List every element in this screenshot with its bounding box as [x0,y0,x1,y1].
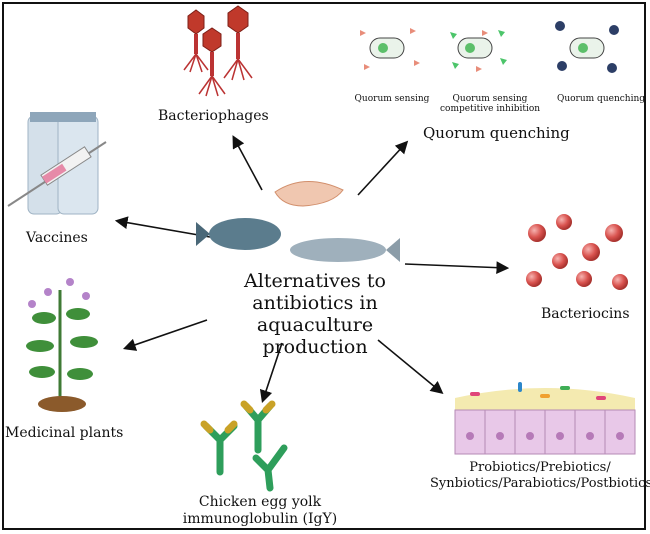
quorum-sensing-text: Quorum sensing [354,94,430,104]
fish-shrimp-illustration [196,181,400,262]
quorum-illustrations [360,21,619,73]
label-vaccines: Vaccines [26,230,88,246]
label-quorum-quenching-panel: Quorum quenching [556,94,646,104]
label-medicinal-plants: Medicinal plants [5,425,124,441]
arrow-to-biotics [377,339,444,395]
label-quorum-sensing: Quorum sensing [352,94,432,104]
igy-antibody-illustration [200,400,288,492]
label-bacteriocins: Bacteriocins [541,306,630,322]
arrow-to-igy [259,342,283,404]
igy-line-1: Chicken egg yolk [198,494,322,510]
arrow-to-vaccines [114,216,211,238]
competitive-line-2: competitive inhibition [440,104,541,114]
arrows [114,135,510,404]
quenching-panel-text: Quorum quenching [556,94,646,104]
center-title: Alternatives to antibiotics in aquacultu… [215,270,415,358]
bacteriocin-spheres [526,214,628,290]
label-igy: Chicken egg yolk immunoglobulin (IgY) [160,494,360,528]
arrow-to-bacteriophages [232,135,263,191]
biotics-line-2: Synbiotics/Parabiotics/Postbiotics [430,476,650,491]
igy-line-2: immunoglobulin (IgY) [182,511,338,527]
diagram-frame [2,2,646,530]
center-title-line-1: Alternatives to [244,270,386,292]
medicinal-plant-illustration [26,278,98,412]
arrow-to-quorum-quenching [357,140,409,196]
center-title-line-2: antibiotics in [252,292,378,314]
arrow-to-bacteriocins [404,261,510,275]
label-biotics: Probiotics/Prebiotics/ Synbiotics/Parabi… [430,460,650,492]
gut-epithelium-illustration [454,382,636,455]
label-quorum-competitive: Quorum sensing competitive inhibition [440,94,540,114]
arrow-to-medicinal-plants [122,319,208,351]
competitive-line-1: Quorum sensing [452,94,528,104]
vaccine-illustration [7,112,107,215]
label-bacteriophages: Bacteriophages [158,108,269,124]
biotics-line-1: Probiotics/Prebiotics/ [469,460,611,475]
bacteriophage-illustration [183,5,253,97]
label-quorum-quenching: Quorum quenching [423,124,570,142]
center-title-line-3: aquaculture production [256,314,374,358]
